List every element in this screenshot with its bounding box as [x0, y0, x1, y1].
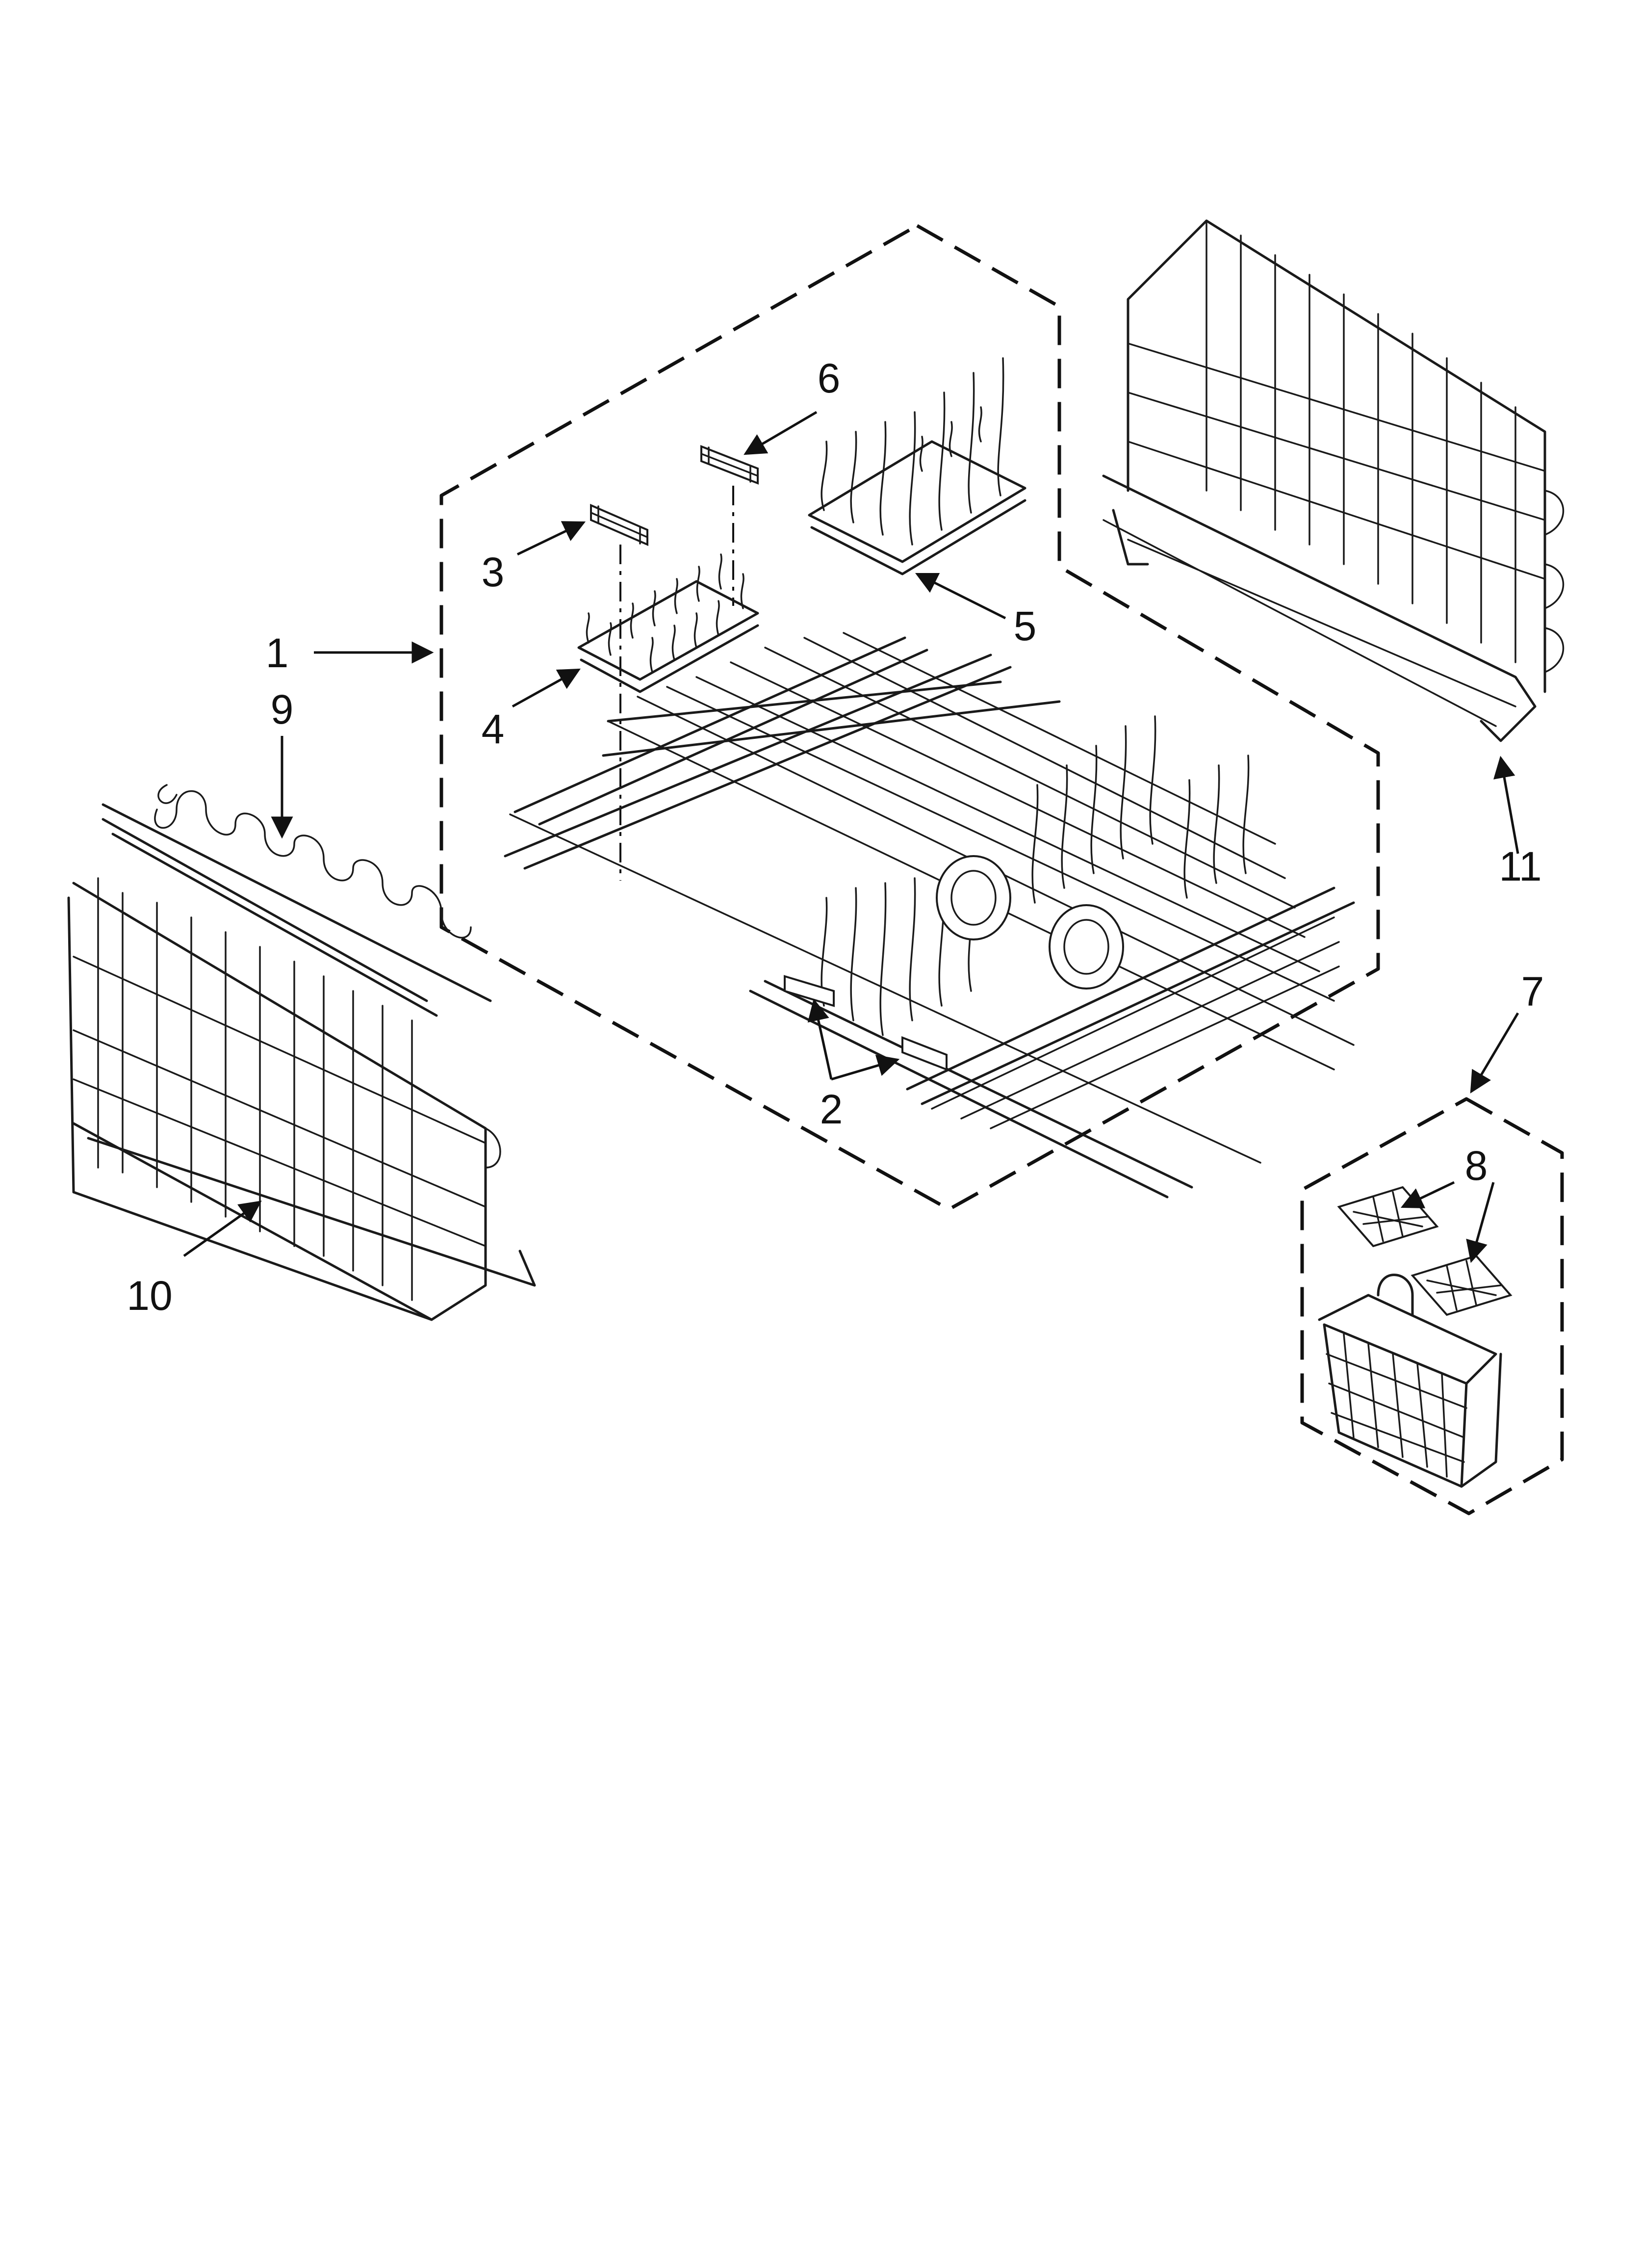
- callout-6: 6: [818, 355, 841, 401]
- leader-10: [183, 1200, 262, 1257]
- part-6-clip: [700, 445, 759, 485]
- leader-3: [516, 521, 586, 556]
- leader-7: [1470, 1012, 1519, 1094]
- part-11-side-rack: [1102, 219, 1565, 742]
- callout-3: 3: [482, 549, 505, 595]
- leader-8a: [1400, 1181, 1455, 1208]
- part-9-flatware-rack: [102, 784, 492, 1017]
- leader-5: [915, 573, 1006, 620]
- callout-11: 11: [1499, 843, 1541, 889]
- silverware-basket: [1318, 1274, 1502, 1488]
- callout-1: 1: [266, 630, 289, 676]
- callout-4: 4: [482, 706, 505, 752]
- upper-rack-frame: [504, 632, 1355, 1199]
- leader-2a: [807, 998, 833, 1080]
- part-10-basket: [67, 877, 536, 1321]
- leader-6: [744, 411, 818, 455]
- callout-2: 2: [820, 1086, 843, 1132]
- assembly-7-boundary: [1300, 1097, 1564, 1515]
- callout-10: 10: [127, 1273, 172, 1319]
- leader-11: [1493, 756, 1519, 854]
- part-8-lids: [1337, 1186, 1513, 1316]
- callout-9: 9: [271, 686, 294, 732]
- callout-7: 7: [1521, 968, 1544, 1015]
- part-3-clip: [590, 503, 648, 547]
- part-4-tine-rack: [577, 553, 759, 693]
- leader-8b: [1466, 1182, 1495, 1263]
- part-5-tine-rack: [808, 357, 1026, 575]
- assembly-1-boundary: [439, 224, 1380, 1211]
- leader-4: [512, 668, 581, 708]
- callout-5: 5: [1014, 603, 1037, 649]
- leader-2b: [831, 1054, 900, 1081]
- callout-8: 8: [1465, 1143, 1488, 1189]
